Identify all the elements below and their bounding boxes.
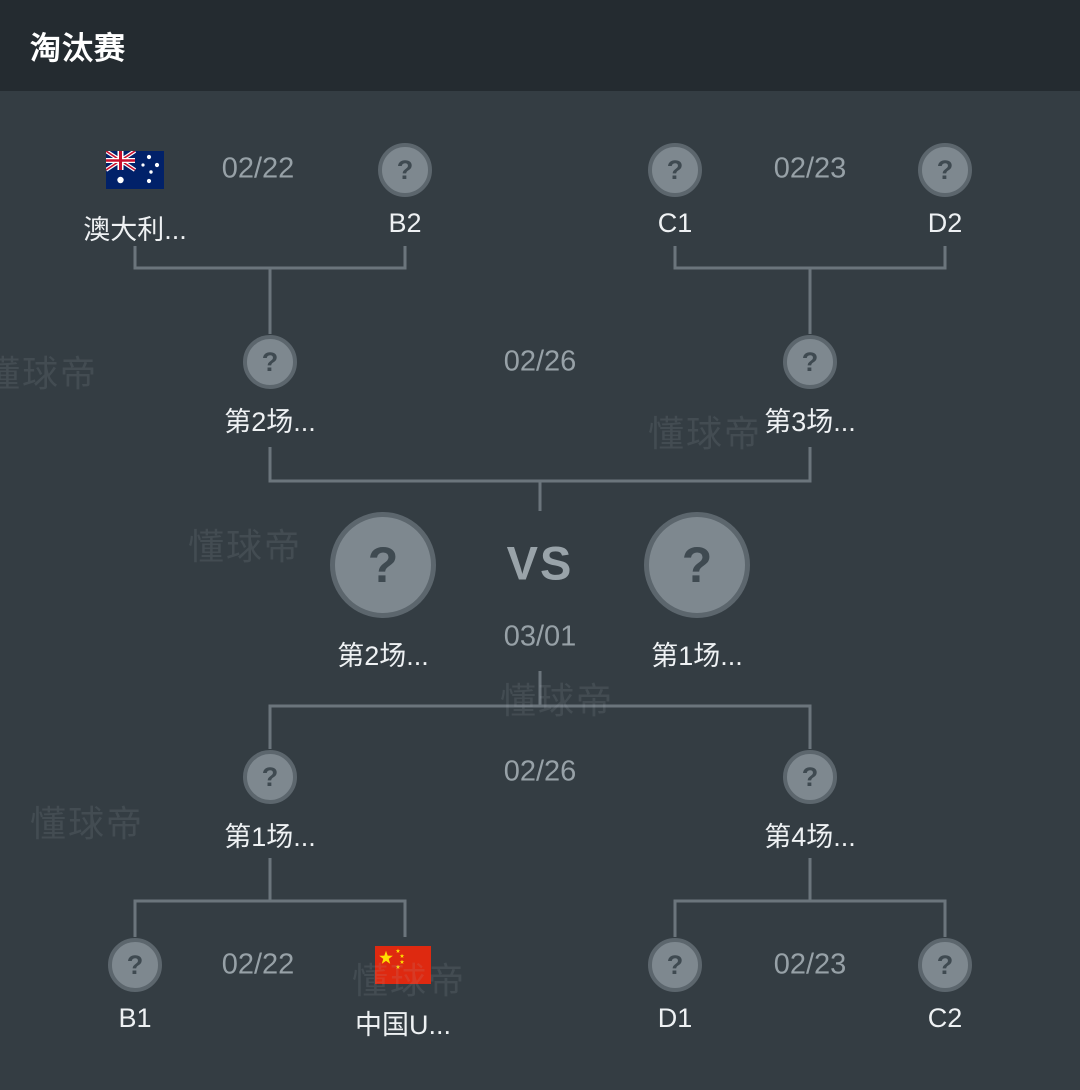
- watermark: 懂球帝: [500, 680, 615, 721]
- question-mark: ?: [666, 154, 684, 185]
- question-mark: ?: [261, 346, 279, 377]
- team-label: B2: [388, 208, 422, 238]
- australia-flag-icon: [106, 143, 164, 197]
- match-date: 02/23: [773, 152, 847, 185]
- question-icon: ?: [243, 750, 297, 804]
- header-bar: 淘汰赛: [0, 0, 1080, 91]
- question-icon: ?: [918, 938, 972, 992]
- team-label: 第2场...: [224, 407, 316, 437]
- question-icon: ?: [108, 938, 162, 992]
- team-slot-sf-top-left[interactable]: ? 第2场...: [180, 335, 360, 439]
- match-date: 02/26: [503, 755, 577, 788]
- team-label: 中国U...: [354, 1010, 451, 1040]
- match-date: 02/22: [221, 152, 295, 185]
- question-icon: ?: [243, 335, 297, 389]
- connector-sf-bottom: [268, 671, 812, 749]
- team-label: C1: [657, 208, 693, 238]
- team-slot-sf-top-right[interactable]: ? 第3场...: [720, 335, 900, 439]
- team-label: 澳大利...: [83, 215, 187, 245]
- vs-label: VS: [506, 536, 574, 590]
- match-date: 03/01: [503, 620, 577, 653]
- question-icon: ?: [918, 143, 972, 197]
- question-icon: ?: [378, 143, 432, 197]
- team-slot-c1[interactable]: ? C1: [585, 143, 765, 239]
- team-label: C2: [927, 1003, 963, 1033]
- team-label: 第2场...: [337, 641, 429, 671]
- question-mark: ?: [261, 761, 279, 792]
- team-slot-c2[interactable]: ? C2: [855, 938, 1035, 1034]
- watermark: 懂球帝: [30, 803, 145, 844]
- question-icon: ?: [330, 512, 436, 618]
- watermark: 懂球帝: [0, 353, 99, 394]
- connector-qf-top-right: [673, 246, 947, 334]
- question-icon: ?: [648, 143, 702, 197]
- question-icon: ?: [783, 750, 837, 804]
- connector-qf-top-left: [133, 246, 407, 334]
- team-slot-sf-bottom-left[interactable]: ? 第1场...: [180, 750, 360, 854]
- question-mark: ?: [801, 761, 819, 792]
- match-date: 02/22: [221, 948, 295, 981]
- question-mark: ?: [936, 154, 954, 185]
- team-slot-australia[interactable]: 澳大利...: [45, 143, 225, 247]
- team-slot-d2[interactable]: ? D2: [855, 143, 1035, 239]
- question-icon: ?: [783, 335, 837, 389]
- question-mark: ?: [681, 537, 713, 593]
- team-slot-d1[interactable]: ? D1: [585, 938, 765, 1034]
- team-slot-final-left[interactable]: ? 第2场...: [293, 512, 473, 673]
- team-slot-china[interactable]: 中国U...: [313, 938, 493, 1042]
- team-slot-sf-bottom-right[interactable]: ? 第4场...: [720, 750, 900, 854]
- page-title: 淘汰赛: [30, 31, 126, 66]
- connector-qf-bottom-right: [673, 858, 947, 937]
- team-slot-b2[interactable]: ? B2: [315, 143, 495, 239]
- team-label: 第4场...: [764, 822, 856, 852]
- team-slot-b1[interactable]: ? B1: [45, 938, 225, 1034]
- team-slot-final-right[interactable]: ? 第1场...: [607, 512, 787, 673]
- question-mark: ?: [367, 537, 399, 593]
- watermark: 懂球帝: [188, 526, 303, 567]
- question-mark: ?: [801, 346, 819, 377]
- match-date: 02/26: [503, 345, 577, 378]
- question-mark: ?: [666, 949, 684, 980]
- connector-qf-bottom-left: [133, 858, 407, 937]
- match-date: 02/23: [773, 948, 847, 981]
- team-label: 第1场...: [651, 641, 743, 671]
- team-label: 第3场...: [764, 407, 856, 437]
- team-label: 第1场...: [224, 822, 316, 852]
- team-label: D1: [657, 1003, 693, 1033]
- question-icon: ?: [644, 512, 750, 618]
- team-label: D2: [927, 208, 963, 238]
- china-flag-icon: [375, 938, 431, 992]
- question-mark: ?: [936, 949, 954, 980]
- question-icon: ?: [648, 938, 702, 992]
- connector-sf-top: [268, 447, 812, 511]
- team-label: B1: [118, 1003, 152, 1033]
- question-mark: ?: [396, 154, 414, 185]
- question-mark: ?: [126, 949, 144, 980]
